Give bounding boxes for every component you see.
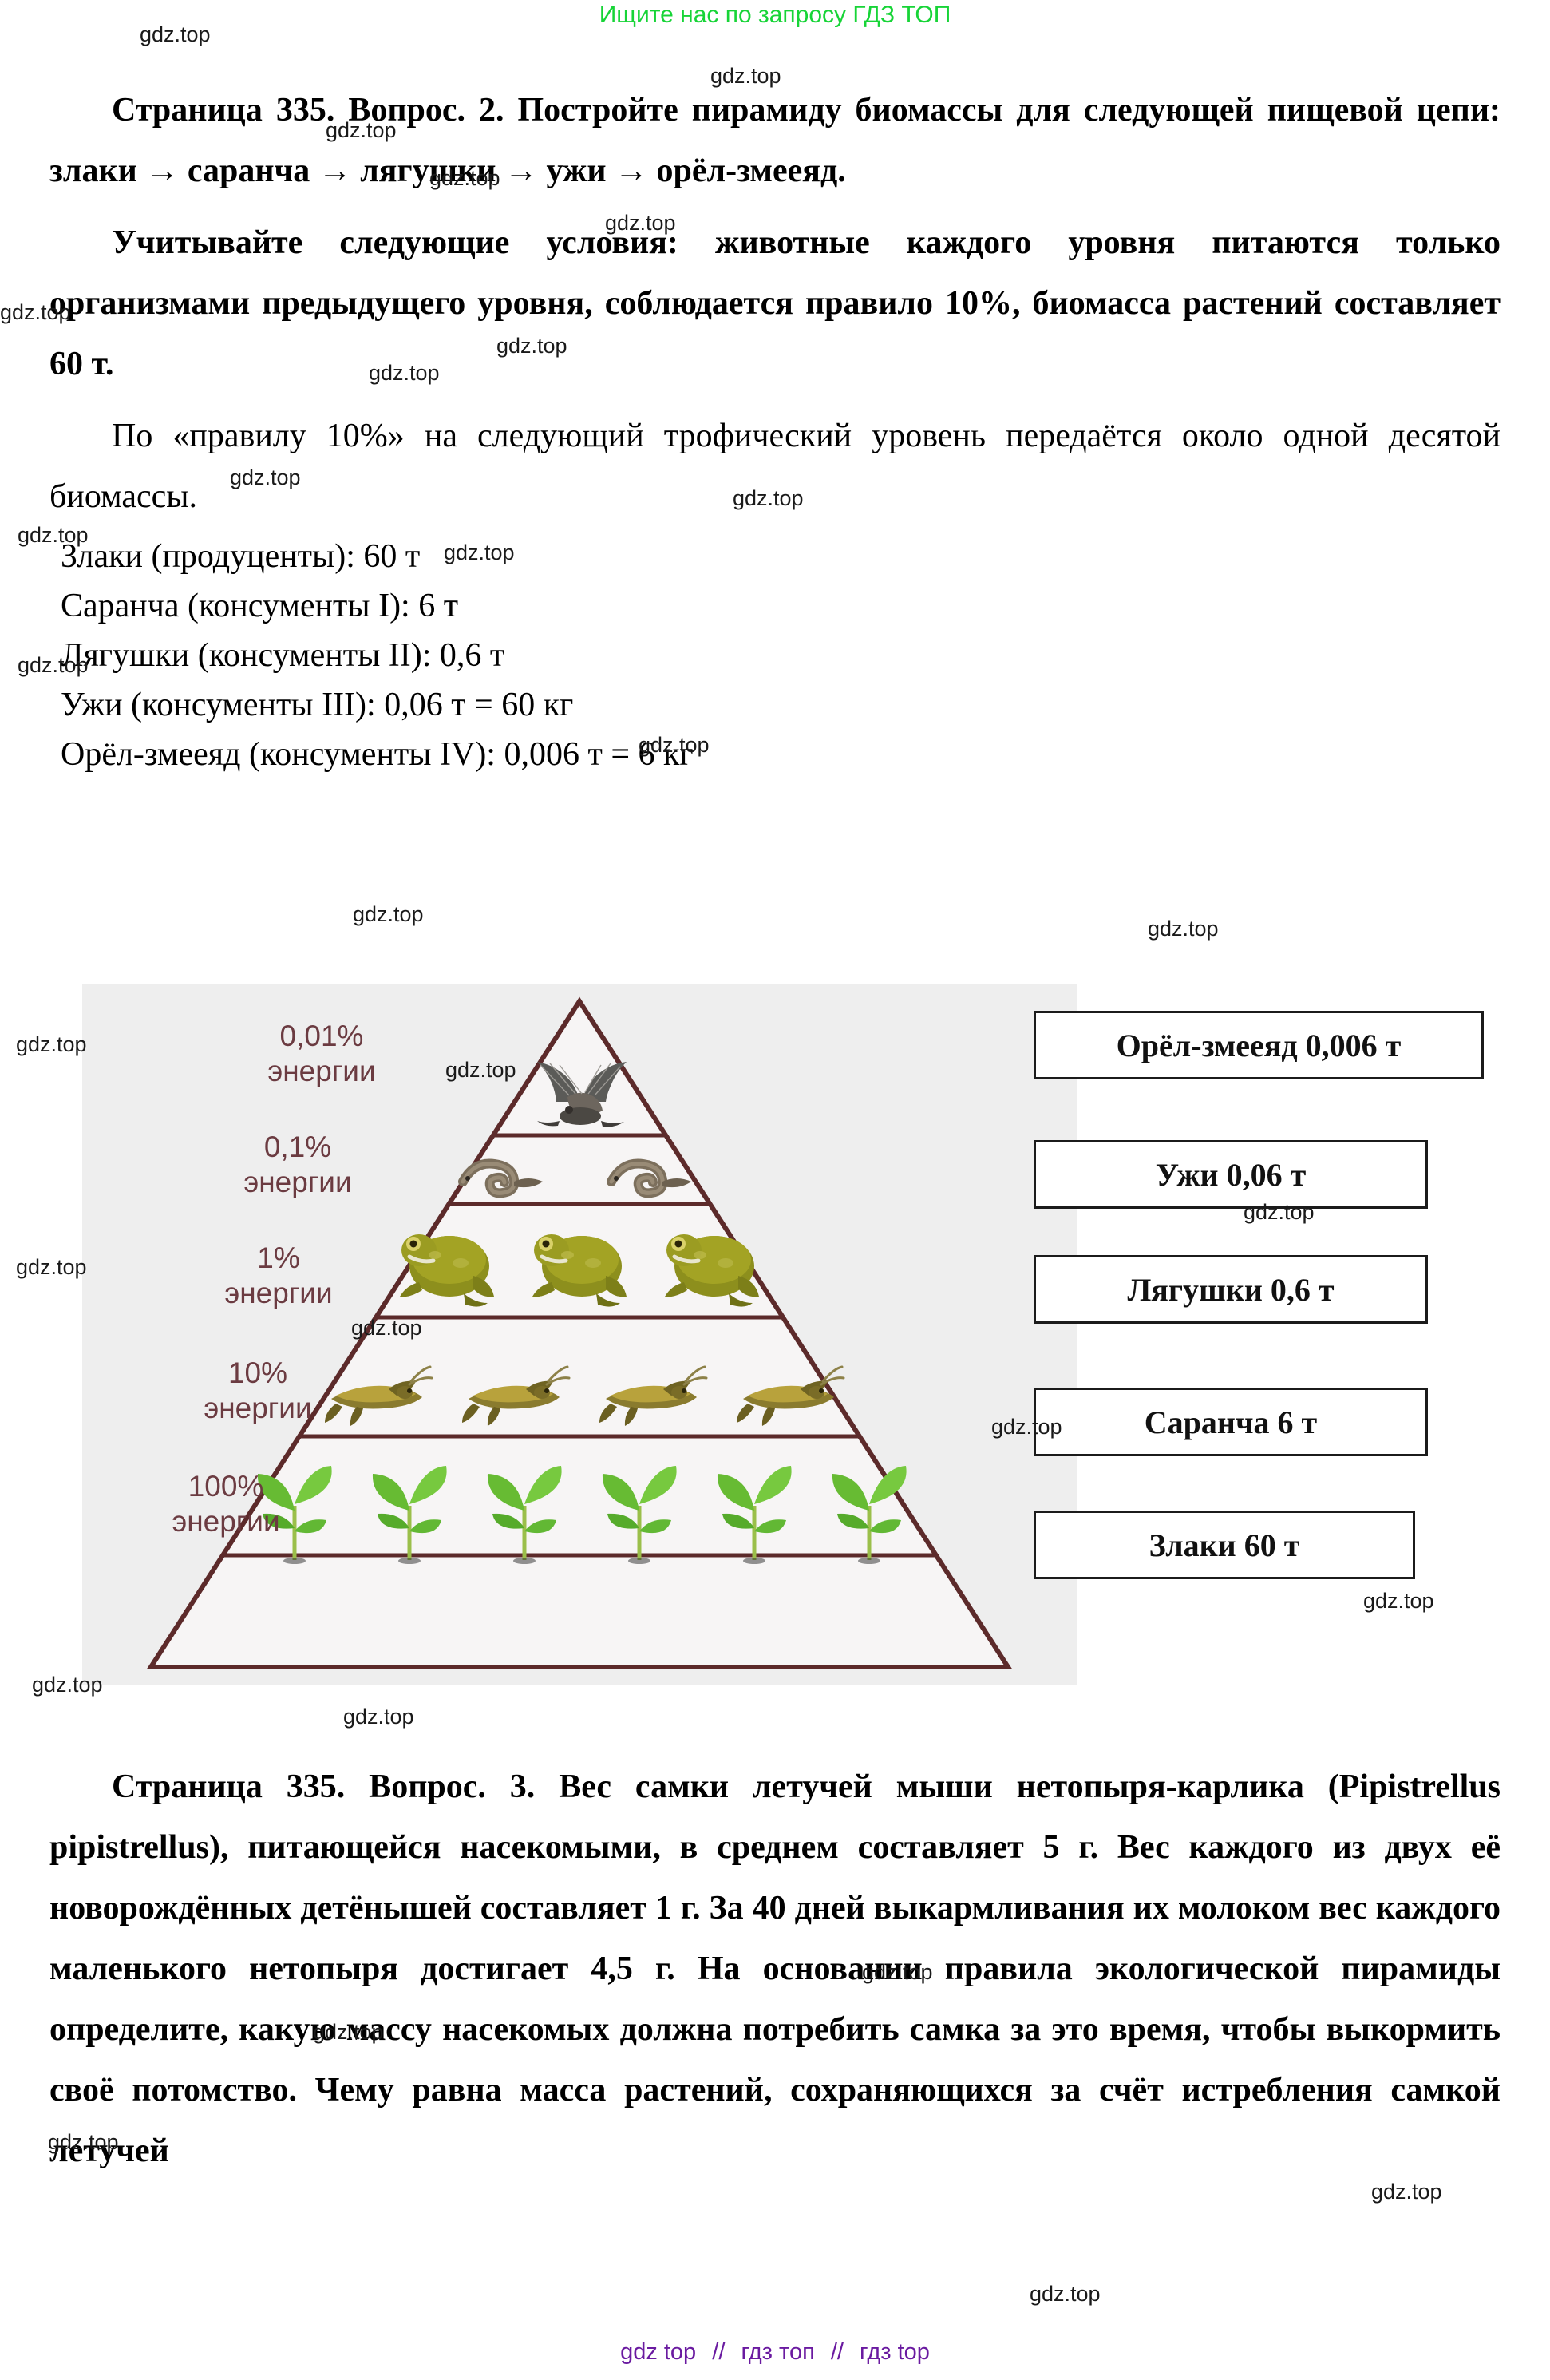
page-footer: gdz top // гдз топ // гдз top [0,2339,1550,2366]
plant-icon [832,1466,907,1564]
watermark: gdz.top [16,1255,87,1279]
rule-text: По «правилу 10%» на следующий трофически… [49,418,1501,515]
footer-sep-2: // [830,2339,844,2365]
pyramid-level-frogs [378,1214,781,1314]
pyramid-shape [146,996,1013,1669]
energy-label-1: 0,1% энергии [178,1130,417,1200]
energy-label-3: 10% энергии [138,1356,378,1426]
grasshopper-icon [737,1365,845,1426]
watermark: gdz.top [16,1032,87,1056]
plant-icon [487,1466,562,1564]
plant-icon [257,1466,332,1564]
frog-icon [665,1234,759,1307]
energy-label-0: 0,01% энергии [202,1019,441,1089]
energy-word-0: энергии [267,1055,376,1087]
question-3-heading: Страница 335. Вопрос. 3. [112,1768,536,1805]
pyramid-level-snakes [436,1143,723,1202]
question-2-heading: Страница 335. Вопрос. 2. [112,92,504,129]
grasshopper-icon [462,1365,571,1426]
question-3-body: Вес самки летучей мыши нетопыря-карлика … [49,1768,1501,2169]
pyramid-level-eagle [500,1054,659,1134]
frog-icon [400,1234,494,1307]
side-label-frogs: Лягушки 0,6 т [1034,1255,1428,1324]
plant-icon [372,1466,447,1564]
watermark: gdz.top [1148,917,1219,941]
biomass-list: Злаки (продуценты): 60 т Саранча (консум… [49,532,1501,779]
conditions-text: Учитывайте следующие условия: животные к… [49,224,1501,382]
footer-link-b[interactable]: гдз топ [741,2339,815,2365]
watermark: gdz.top [1371,2180,1442,2204]
energy-word-3: энергии [204,1392,312,1424]
energy-label-2: 1% энергии [159,1241,398,1311]
energy-pct-3: 10% [227,1356,288,1389]
list-item: Ужи (консументы III): 0,06 т = 60 кг [61,687,574,723]
energy-pct-1: 0,1% [263,1131,332,1163]
watermark: gdz.top [343,1705,414,1729]
plant-icon [717,1466,792,1564]
list-item: Злаки (продуценты): 60 т [61,538,421,575]
watermark: gdz.top [353,902,424,926]
pyramid-side-labels: Орёл-змееяд 0,006 т Ужи 0,06 т Лягушки 0… [1034,984,1512,1694]
pyramid-level-grasshoppers [306,1344,856,1431]
energy-labels-column: 0,01% энергии 0,1% энергии 1% энергии 10… [82,984,433,1685]
question-3-section: Страница 335. Вопрос. 3. Вес самки летуч… [49,1756,1501,2181]
footer-sep-1: // [712,2339,726,2365]
document-body: Страница 335. Вопрос. 2. Постройте пирам… [49,80,1501,779]
energy-word-1: энергии [243,1166,352,1198]
energy-word-4: энергии [172,1505,280,1538]
energy-pct-4: 100% [188,1470,264,1503]
question-2-conditions: Учитывайте следующие условия: животные к… [49,212,1501,394]
rule-explanation: По «правилу 10%» на следующий трофически… [49,406,1501,527]
footer-link-a[interactable]: gdz top [620,2339,697,2365]
list-item: Саранча (консументы I): 6 т [61,588,459,624]
watermark: gdz.top [1030,2282,1101,2306]
list-item: Орёл-змееяд (консументы IV): 0,006 т = 6… [61,736,694,773]
question-2-prompt: Постройте пирамиду биомассы для следующе… [49,92,1501,189]
energy-pct-0: 0,01% [279,1020,364,1052]
list-item: Лягушки (консументы II): 0,6 т [61,637,505,674]
grasshopper-icon [599,1365,708,1426]
promo-banner: Ищите нас по запросу ГДЗ ТОП [599,2,951,28]
grasshopper-icon [325,1365,433,1426]
side-label-eagle: Орёл-змееяд 0,006 т [1034,1011,1484,1079]
question-2-block: Страница 335. Вопрос. 2. Постройте пирам… [49,80,1501,201]
side-label-snakes: Ужи 0,06 т [1034,1140,1428,1209]
pyramid-level-plants [234,1451,930,1565]
energy-pct-2: 1% [257,1241,300,1274]
energy-label-4: 100% энергии [106,1469,346,1539]
side-label-plants: Злаки 60 т [1034,1511,1415,1579]
side-label-grasshopper: Саранча 6 т [1034,1388,1428,1456]
energy-word-2: энергии [224,1277,333,1309]
frog-icon [532,1234,627,1307]
question-3-block: Страница 335. Вопрос. 3. Вес самки летуч… [49,1756,1501,2181]
biomass-pyramid-figure: 0,01% энергии 0,1% энергии 1% энергии 10… [82,984,1077,1685]
plant-icon [602,1466,677,1564]
snake-icon [458,1158,543,1198]
footer-link-c[interactable]: гдз top [860,2339,930,2365]
snake-icon [607,1158,691,1198]
eagle-icon [537,1062,627,1127]
